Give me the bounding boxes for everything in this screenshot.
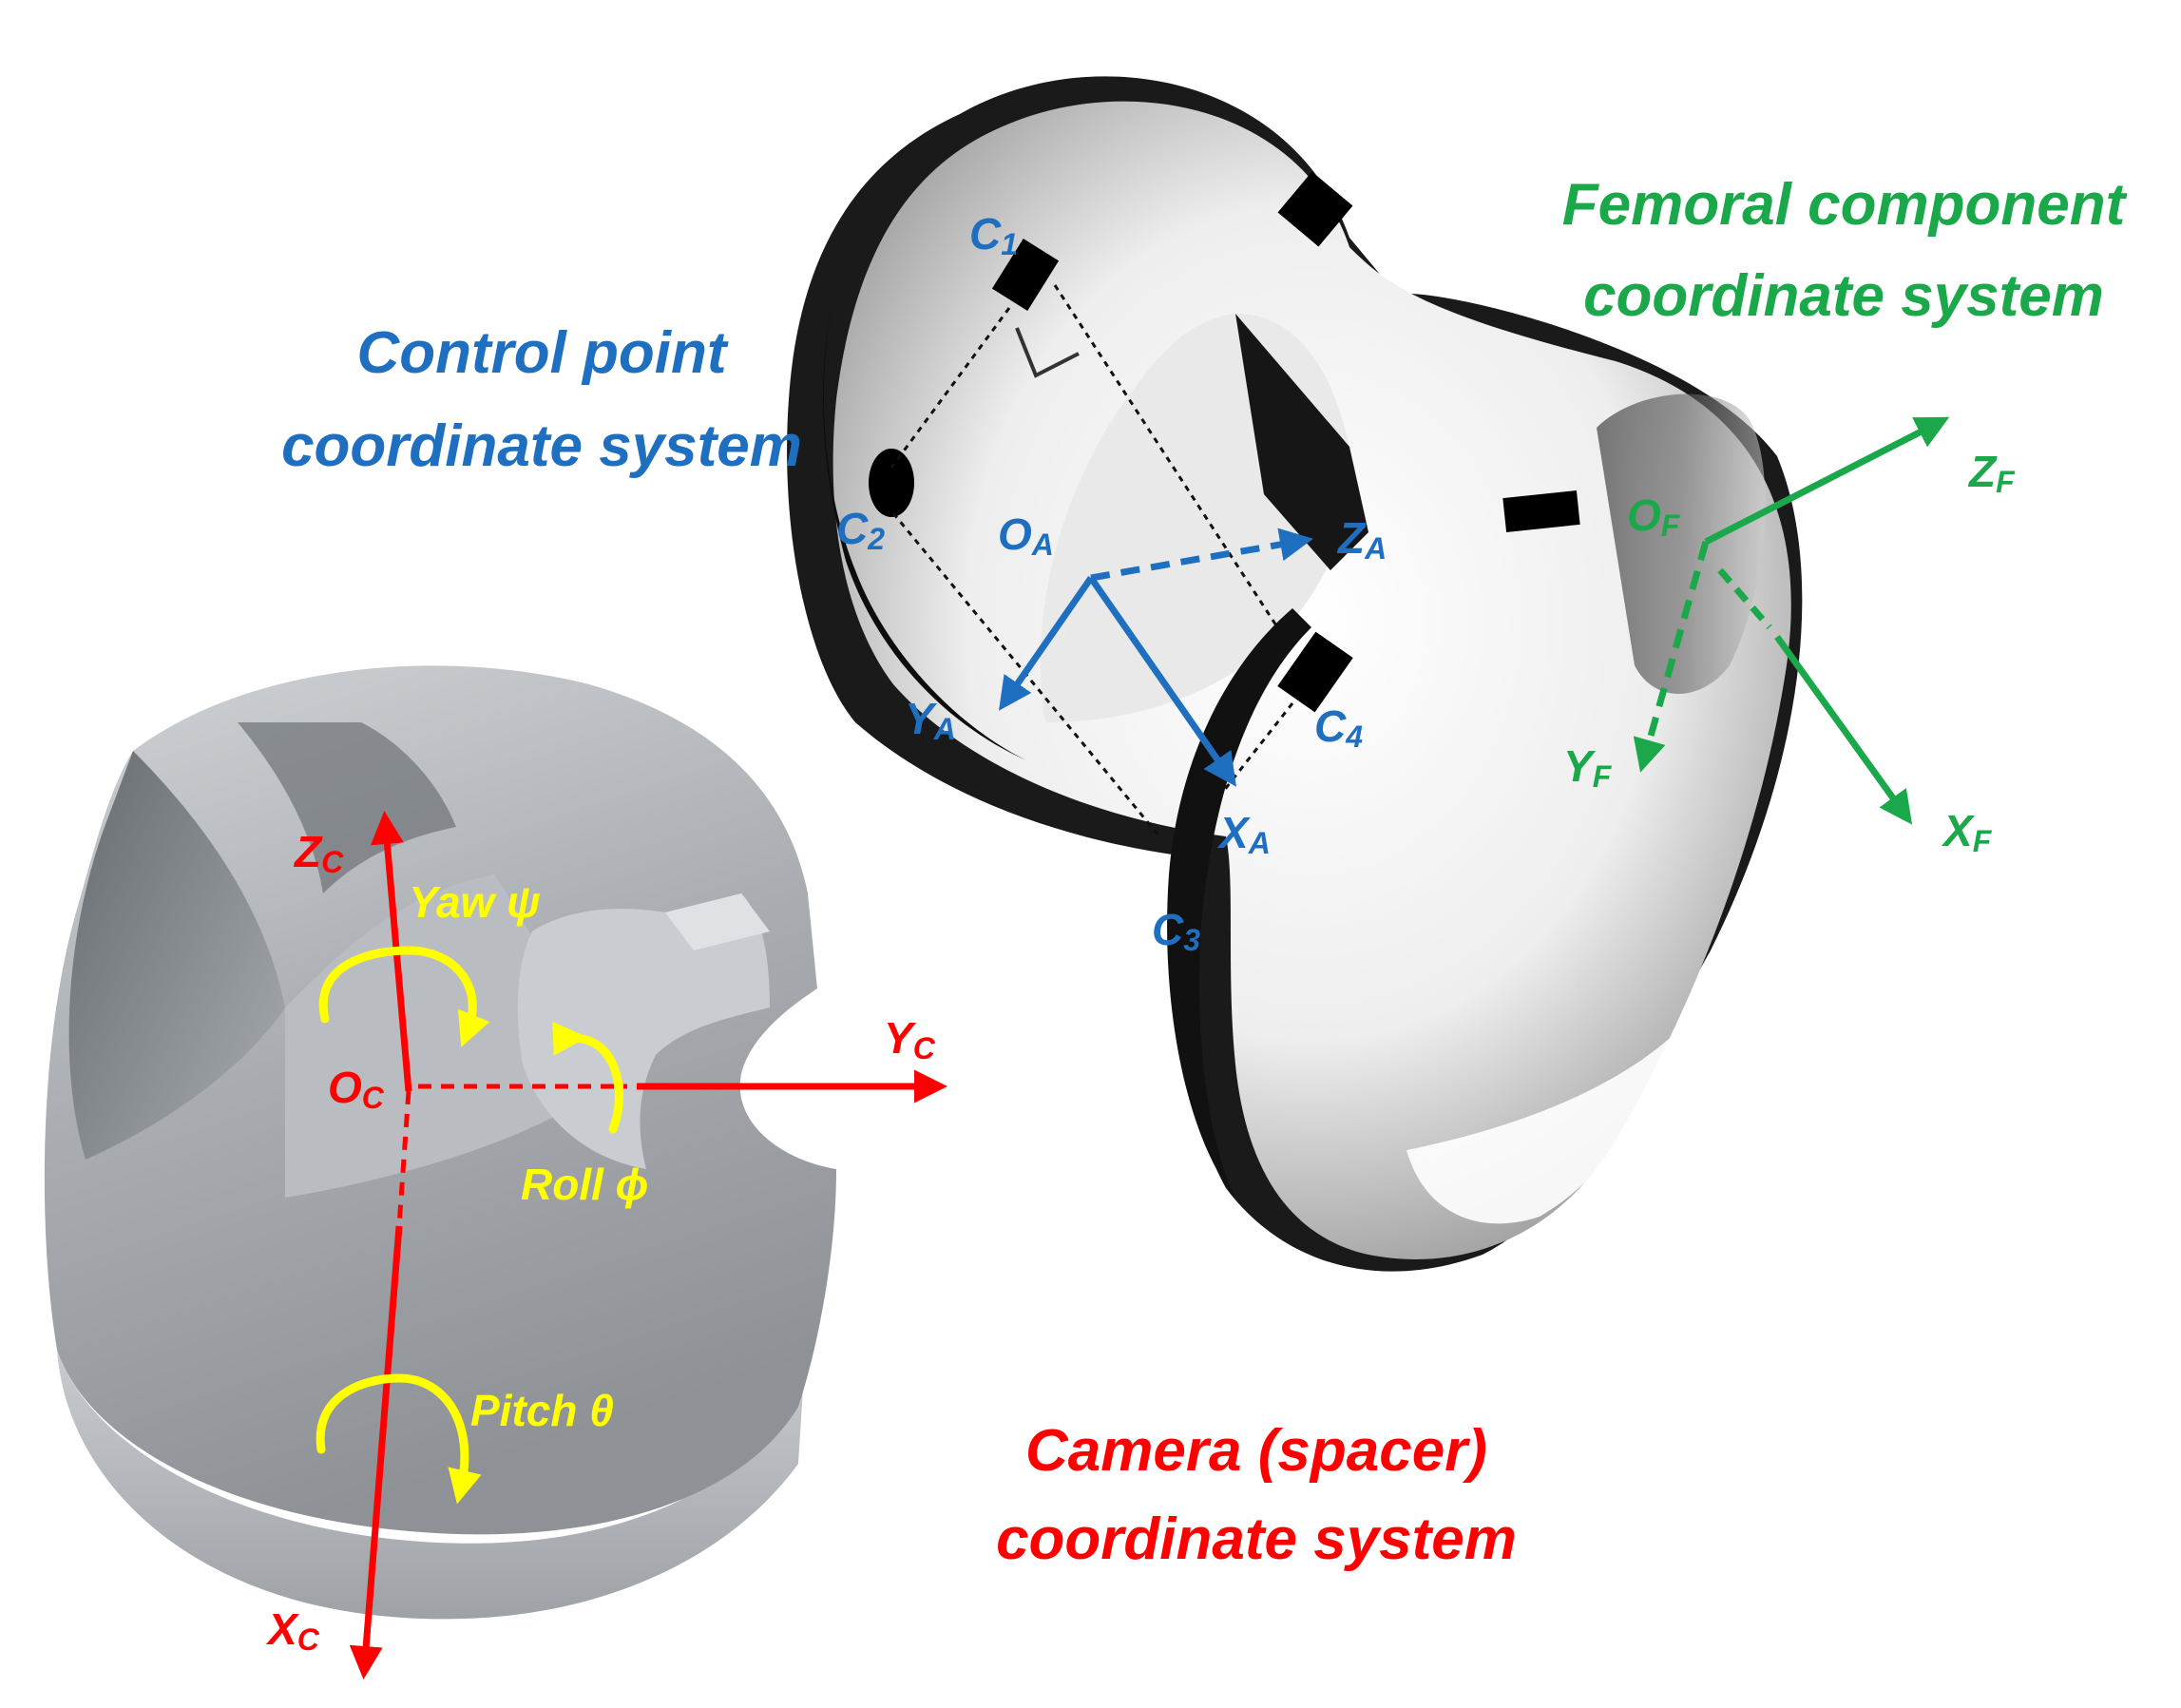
femoral-title-line2: coordinate system (1583, 263, 2104, 329)
label-yc: YC (884, 1013, 936, 1065)
roll-arrow (552, 1021, 623, 1134)
label-oa: OA (998, 509, 1054, 562)
femoral-component-shape (787, 76, 1803, 1272)
marker-c4 (1277, 631, 1353, 713)
label-yf: YF (1563, 741, 1613, 794)
femoral-z-axis (1704, 416, 1950, 546)
femoral-title-line1: Femoral component (1562, 172, 2128, 238)
control-z-axis (1090, 528, 1313, 582)
label-zc: ZC (293, 827, 344, 879)
label-xa: XA (1216, 808, 1271, 860)
label-c2: C2 (836, 504, 885, 556)
label-yaw: Yaw ψ (409, 877, 541, 927)
label-c1: C1 (969, 209, 1018, 261)
pitch-arrow (316, 1373, 482, 1505)
label-pitch: Pitch θ (470, 1386, 614, 1435)
label-ya: YA (905, 694, 956, 746)
marker-right (1502, 490, 1580, 532)
rotation-arrows (316, 946, 623, 1505)
marker-top (1277, 171, 1353, 247)
femoral-axes (1633, 416, 1950, 825)
camera-x-axis (349, 1225, 403, 1679)
label-za: ZA (1336, 513, 1387, 566)
label-xf: XF (1941, 806, 1993, 858)
camera-title-line1: Camera (spacer) (1025, 1418, 1487, 1484)
spacer-shape (44, 665, 836, 1620)
control-axes (999, 528, 1313, 787)
marker-c1 (991, 239, 1060, 311)
femoral-x-axis-hidden (1717, 567, 1772, 630)
yaw-arrow (318, 946, 490, 1047)
label-c3: C3 (1152, 905, 1200, 957)
label-oc: OC (328, 1063, 385, 1115)
label-of: OF (1627, 490, 1681, 543)
label-xc: XC (265, 1604, 320, 1657)
label-zf: ZF (1967, 447, 2016, 499)
marker-c2 (869, 449, 914, 517)
control-title-line1: Control point (356, 320, 728, 386)
control-x-axis (1088, 576, 1236, 787)
femoral-x-axis (1774, 634, 1913, 825)
femoral-y-axis (1633, 541, 1710, 773)
camera-title-line2: coordinate system (996, 1506, 1517, 1572)
labels: Control point coordinate system Femoral … (265, 172, 2128, 1657)
control-y-axis (999, 576, 1094, 711)
control-title-line2: coordinate system (281, 413, 802, 479)
label-roll: Roll ϕ (521, 1160, 649, 1209)
label-c4: C4 (1314, 701, 1363, 754)
